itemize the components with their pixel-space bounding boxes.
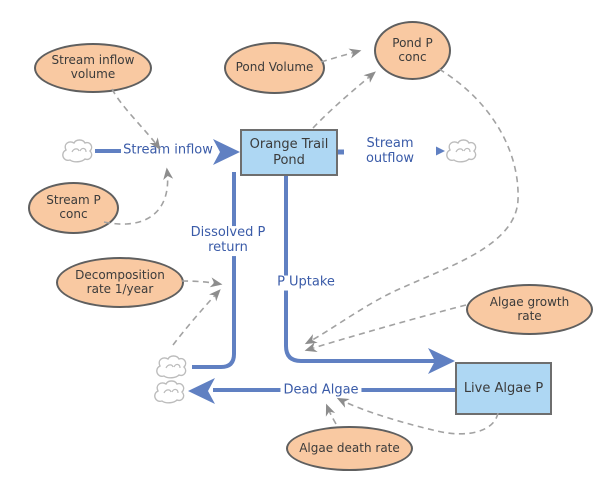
converter-label: Pond P conc [392, 35, 433, 64]
converter-pond-p-conc[interactable]: Pond P conc [374, 21, 451, 80]
converter-algae-death-rate[interactable]: Algae death rate [286, 426, 413, 471]
converter-label: Stream P conc [46, 193, 101, 221]
stock-label: Live Algae P [463, 380, 544, 396]
stock-label: Orange Trail Pond [249, 136, 329, 168]
flow-label-stream-outflow[interactable]: Stream outflow [365, 136, 415, 166]
flow-label-stream-inflow[interactable]: Stream inflow [123, 142, 213, 158]
converter-label: Algae growth rate [489, 294, 570, 323]
converter-label: Decomposition rate 1/year [75, 267, 165, 296]
converter-label: Pond Volume [235, 60, 314, 75]
flow-label-p-uptake[interactable]: P Uptake [274, 275, 338, 291]
flow-label-dissolved-p-return[interactable]: Dissolved P return [187, 225, 269, 256]
stock-live-algae-p[interactable]: Live Algae P [455, 362, 552, 415]
flow-label-dead-algae[interactable]: Dead Algae [280, 383, 362, 399]
stock-orange-trail-pond[interactable]: Orange Trail Pond [240, 129, 338, 176]
converter-stream-p-conc[interactable]: Stream P conc [28, 182, 119, 234]
converter-stream-inflow-volume[interactable]: Stream inflow volume [34, 43, 152, 93]
converter-algae-growth-rate[interactable]: Algae growth rate [466, 284, 593, 335]
converter-pond-volume[interactable]: Pond Volume [224, 42, 325, 94]
converter-label: Stream inflow volume [51, 53, 135, 81]
converter-decomposition-rate[interactable]: Decomposition rate 1/year [56, 257, 184, 308]
converter-label: Algae death rate [299, 440, 400, 455]
